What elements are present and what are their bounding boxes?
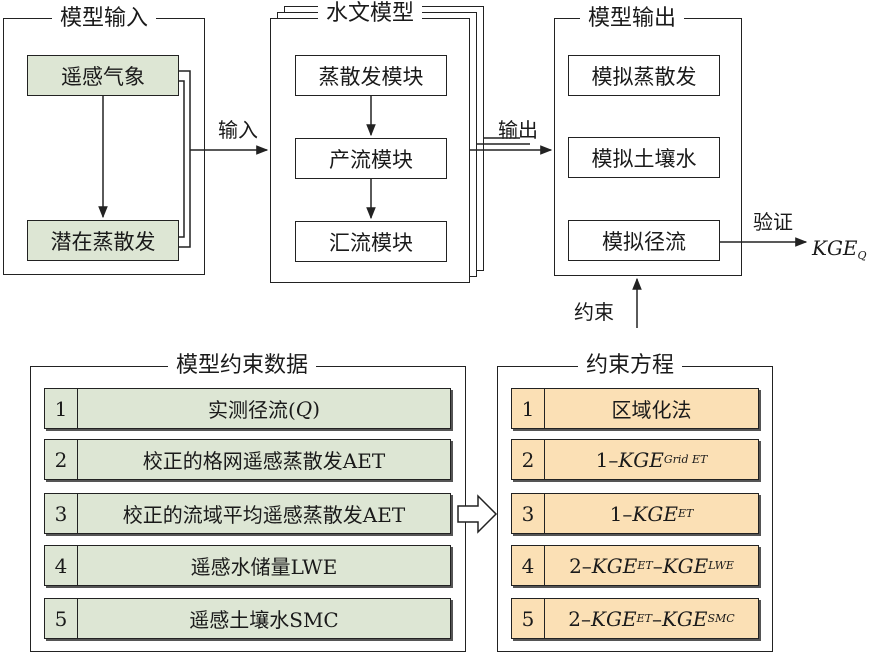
input-bracket-line	[179, 70, 191, 248]
row-number: 4	[45, 546, 78, 585]
constraint-data-row: 5 遥感土壤水SMC	[44, 598, 451, 639]
et-module-box: 蒸散发模块	[295, 55, 447, 96]
sim-runoff-box: 模拟径流	[568, 220, 720, 261]
constraint-data-title: 模型约束数据	[168, 353, 317, 379]
data-to-equations-arrow	[457, 494, 498, 534]
row-number: 3	[45, 494, 78, 533]
remote-sensing-weather-box: 遥感气象	[27, 55, 179, 96]
row-number: 1	[45, 389, 78, 428]
constraint-data-row: 2 校正的格网遥感蒸散发AET	[44, 439, 451, 480]
row-text: 遥感水储量LWE	[190, 555, 338, 579]
model-output-title: 模型输出	[580, 6, 685, 32]
equation-text: 区域化法	[611, 398, 692, 422]
routing-module-box: 汇流模块	[295, 221, 447, 262]
potential-et-box: 潜在蒸散发	[27, 220, 179, 261]
validate-label: 验证	[753, 210, 793, 234]
row-number: 1	[512, 389, 545, 428]
constraint-data-row: 4 遥感水储量LWE	[44, 545, 451, 586]
kge-q-label: KGEQ	[812, 236, 867, 268]
row-number: 2	[512, 440, 545, 479]
row-text: 遥感土壤水SMC	[189, 608, 339, 632]
kge-q-subscript: Q	[857, 249, 867, 262]
row-number: 5	[512, 599, 545, 638]
model-input-title: 模型输入	[52, 6, 157, 32]
row-number: 2	[45, 440, 78, 479]
row-number: 3	[512, 494, 545, 533]
row-text: 校正的格网遥感蒸散发AET	[142, 449, 386, 473]
sim-soil-moisture-box: 模拟土壤水	[568, 137, 720, 178]
input-label: 输入	[218, 118, 258, 142]
constraint-data-row: 1 实测径流(Q)	[44, 388, 451, 429]
row-text: 实测径流(Q)	[207, 396, 321, 423]
constraint-data-row: 3 校正的流域平均遥感蒸散发AET	[44, 493, 451, 534]
hydro-model-title: 水文模型	[318, 1, 423, 27]
row-number: 5	[45, 599, 78, 638]
input-bracket-line-2	[179, 80, 185, 238]
row-number: 4	[512, 546, 545, 585]
row-text: 校正的流域平均遥感蒸散发AET	[122, 503, 406, 527]
equation-row: 1 区域化法	[511, 388, 759, 429]
kge-q-main: KGE	[812, 236, 858, 260]
constraint-label: 约束	[574, 300, 614, 324]
constraint-equations-title: 约束方程	[578, 353, 683, 379]
sim-et-box: 模拟蒸散发	[568, 55, 720, 96]
runoff-generation-module-box: 产流模块	[295, 138, 447, 179]
